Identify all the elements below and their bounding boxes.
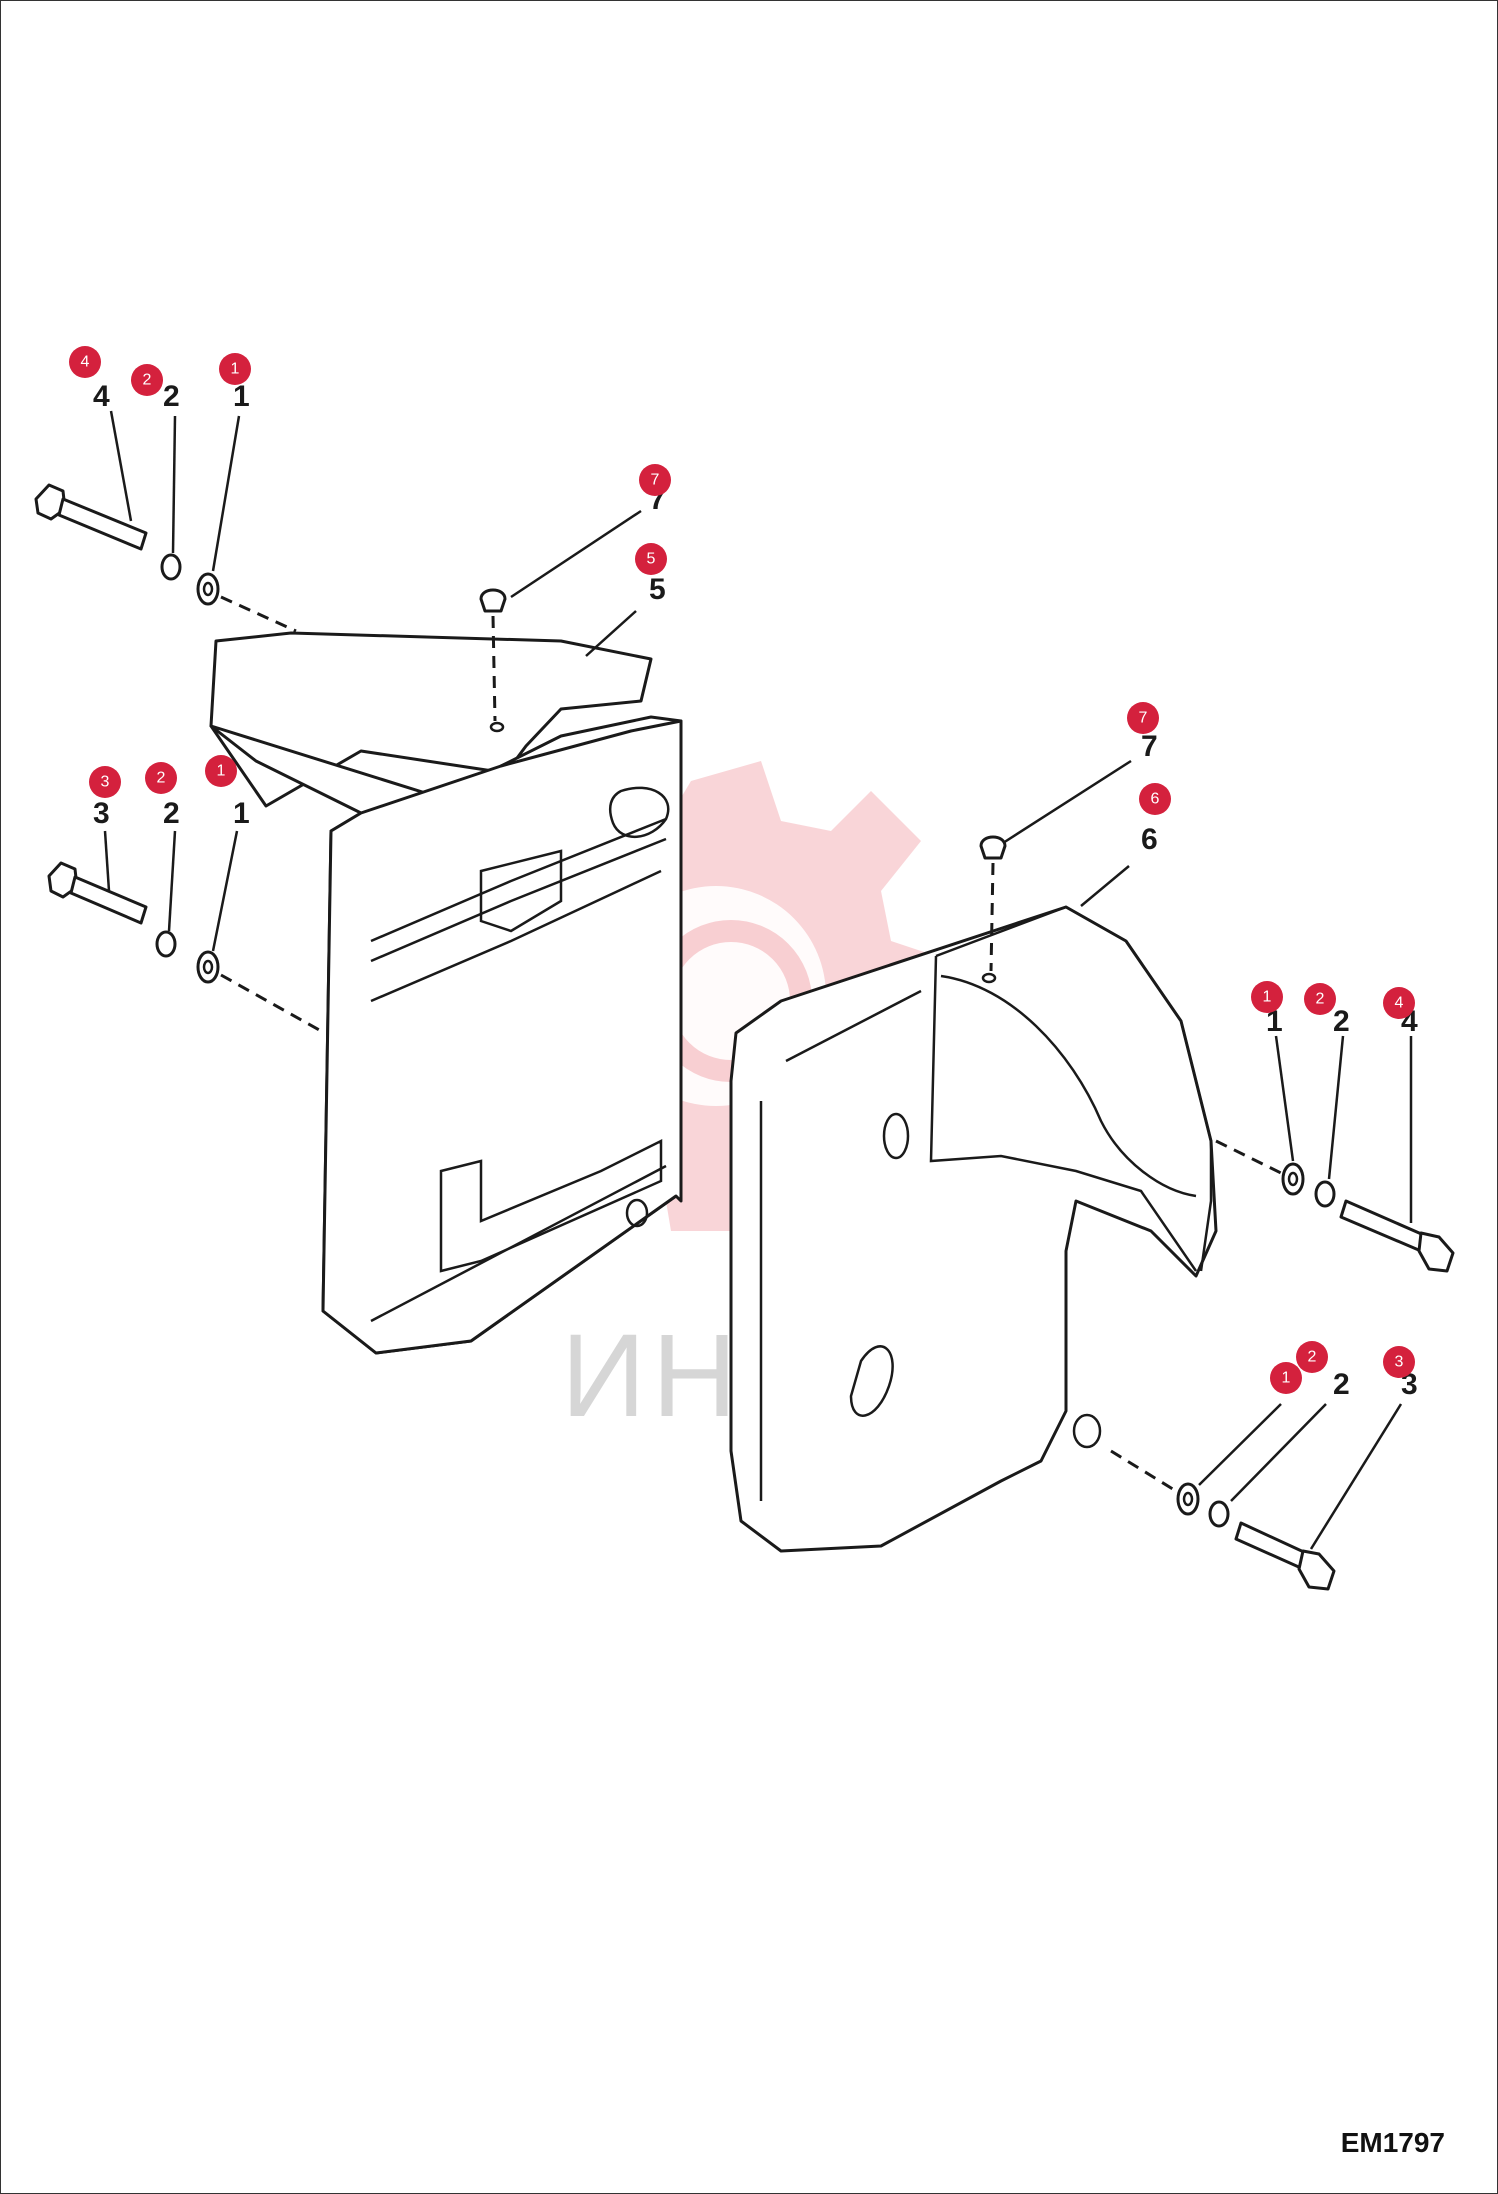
svg-text:1: 1 xyxy=(231,361,240,378)
svg-text:1: 1 xyxy=(217,763,226,780)
badge-marker[interactable]: 4 xyxy=(1383,987,1415,1019)
badge-marker[interactable]: 1 xyxy=(1270,1362,1302,1394)
left-lower-lockwasher-part-2[interactable] xyxy=(155,930,177,958)
badge-marker[interactable]: 1 xyxy=(219,353,251,385)
badge-marker[interactable]: 7 xyxy=(639,464,671,496)
svg-text:1: 1 xyxy=(1282,1370,1291,1387)
callout-number: 6 xyxy=(1141,823,1158,856)
right-counterweight-part-6[interactable] xyxy=(729,905,1218,1553)
svg-text:6: 6 xyxy=(1151,791,1160,808)
callout-number: 4 xyxy=(93,380,110,413)
badge-marker[interactable]: 5 xyxy=(635,543,667,575)
left-upper-washer-part-1[interactable] xyxy=(196,572,220,606)
badge-marker[interactable]: 2 xyxy=(1296,1341,1328,1373)
badge-marker[interactable]: 6 xyxy=(1139,783,1171,815)
badge-marker[interactable]: 1 xyxy=(205,755,237,787)
right-plug-part-7[interactable] xyxy=(979,835,1007,984)
badge-marker[interactable]: 2 xyxy=(1304,983,1336,1015)
badge-marker[interactable]: 4 xyxy=(69,346,101,378)
callout-leader-lines xyxy=(103,410,1413,1550)
badge-marker[interactable]: 7 xyxy=(1127,702,1159,734)
left-upper-lockwasher-part-2[interactable] xyxy=(160,553,182,581)
svg-text:2: 2 xyxy=(143,372,152,389)
callout-number: 5 xyxy=(649,573,666,606)
svg-text:4: 4 xyxy=(1395,995,1404,1012)
badge-marker[interactable]: 2 xyxy=(131,364,163,396)
right-lower-washer-part-1[interactable] xyxy=(1176,1482,1200,1516)
svg-text:7: 7 xyxy=(651,472,660,489)
svg-text:3: 3 xyxy=(101,774,110,791)
callout-number: 1 xyxy=(233,380,250,413)
svg-text:2: 2 xyxy=(1316,991,1325,1008)
reference-badges: 4 2 1 7 5 3 2 1 7 6 1 2 4 1 2 3 xyxy=(69,346,1415,1394)
right-upper-washer-part-1[interactable] xyxy=(1281,1162,1305,1196)
svg-text:3: 3 xyxy=(1395,1354,1404,1371)
left-counterweight-part-5[interactable] xyxy=(209,631,683,1355)
callout-number: 2 xyxy=(1333,1005,1350,1038)
callout-number: 1 xyxy=(233,797,250,830)
callout-number: 3 xyxy=(93,797,110,830)
left-lower-washer-part-1[interactable] xyxy=(196,950,220,984)
badge-marker[interactable]: 3 xyxy=(89,766,121,798)
callout-number: 7 xyxy=(1141,730,1158,763)
badge-marker[interactable]: 2 xyxy=(145,762,177,794)
svg-text:2: 2 xyxy=(1308,1349,1317,1366)
left-plug-part-7[interactable] xyxy=(479,588,507,733)
assembly-alignment-lines xyxy=(220,595,1282,1493)
svg-text:1: 1 xyxy=(1263,989,1272,1006)
right-lower-bolt-part-3[interactable] xyxy=(1234,1521,1336,1591)
badge-marker[interactable]: 3 xyxy=(1383,1346,1415,1378)
callout-numbers: 4 2 1 7 5 3 2 1 7 6 1 2 4 2 3 xyxy=(93,380,1418,1401)
callout-number: 2 xyxy=(163,797,180,830)
svg-text:5: 5 xyxy=(647,551,656,568)
svg-text:7: 7 xyxy=(1139,710,1148,727)
left-upper-bolt-part-4[interactable] xyxy=(34,483,148,551)
callout-number: 2 xyxy=(163,380,180,413)
right-lower-lockwasher-part-2[interactable] xyxy=(1208,1500,1230,1528)
svg-text:2: 2 xyxy=(157,770,166,787)
callout-number: 2 xyxy=(1333,1368,1350,1401)
badge-marker[interactable]: 1 xyxy=(1251,981,1283,1013)
right-upper-lockwasher-part-2[interactable] xyxy=(1314,1180,1336,1208)
right-upper-bolt-part-4[interactable] xyxy=(1339,1199,1455,1273)
left-lower-bolt-part-3[interactable] xyxy=(47,861,148,925)
callout-number: 1 xyxy=(1266,1005,1283,1038)
svg-text:4: 4 xyxy=(81,354,90,371)
drawing-id-label: EM1797 xyxy=(1340,2127,1445,2158)
